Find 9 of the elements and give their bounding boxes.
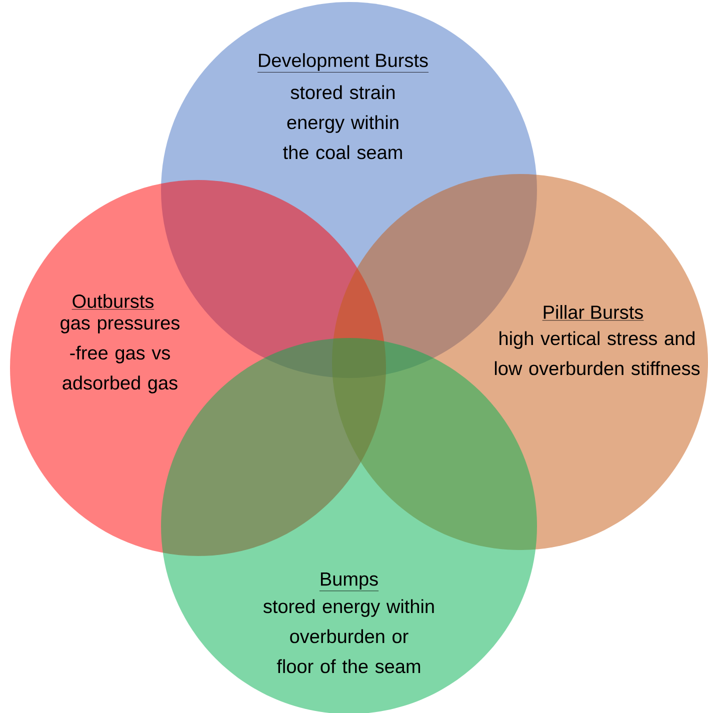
heading: Outbursts bbox=[72, 294, 154, 310]
heading: Development Bursts bbox=[257, 53, 429, 72]
description: stored strain energy within the coal seam bbox=[283, 85, 402, 160]
venn-circle bbox=[332, 174, 708, 550]
description: stored energy within overburden or floor of the seam bbox=[263, 599, 434, 674]
description: gas pressures -free gas vs adsorbed gas bbox=[60, 319, 180, 394]
heading: Pillar Bursts bbox=[542, 305, 644, 321]
description: high vertical stress and low overburden stiffness bbox=[494, 331, 700, 376]
heading: Bumps bbox=[319, 572, 379, 592]
